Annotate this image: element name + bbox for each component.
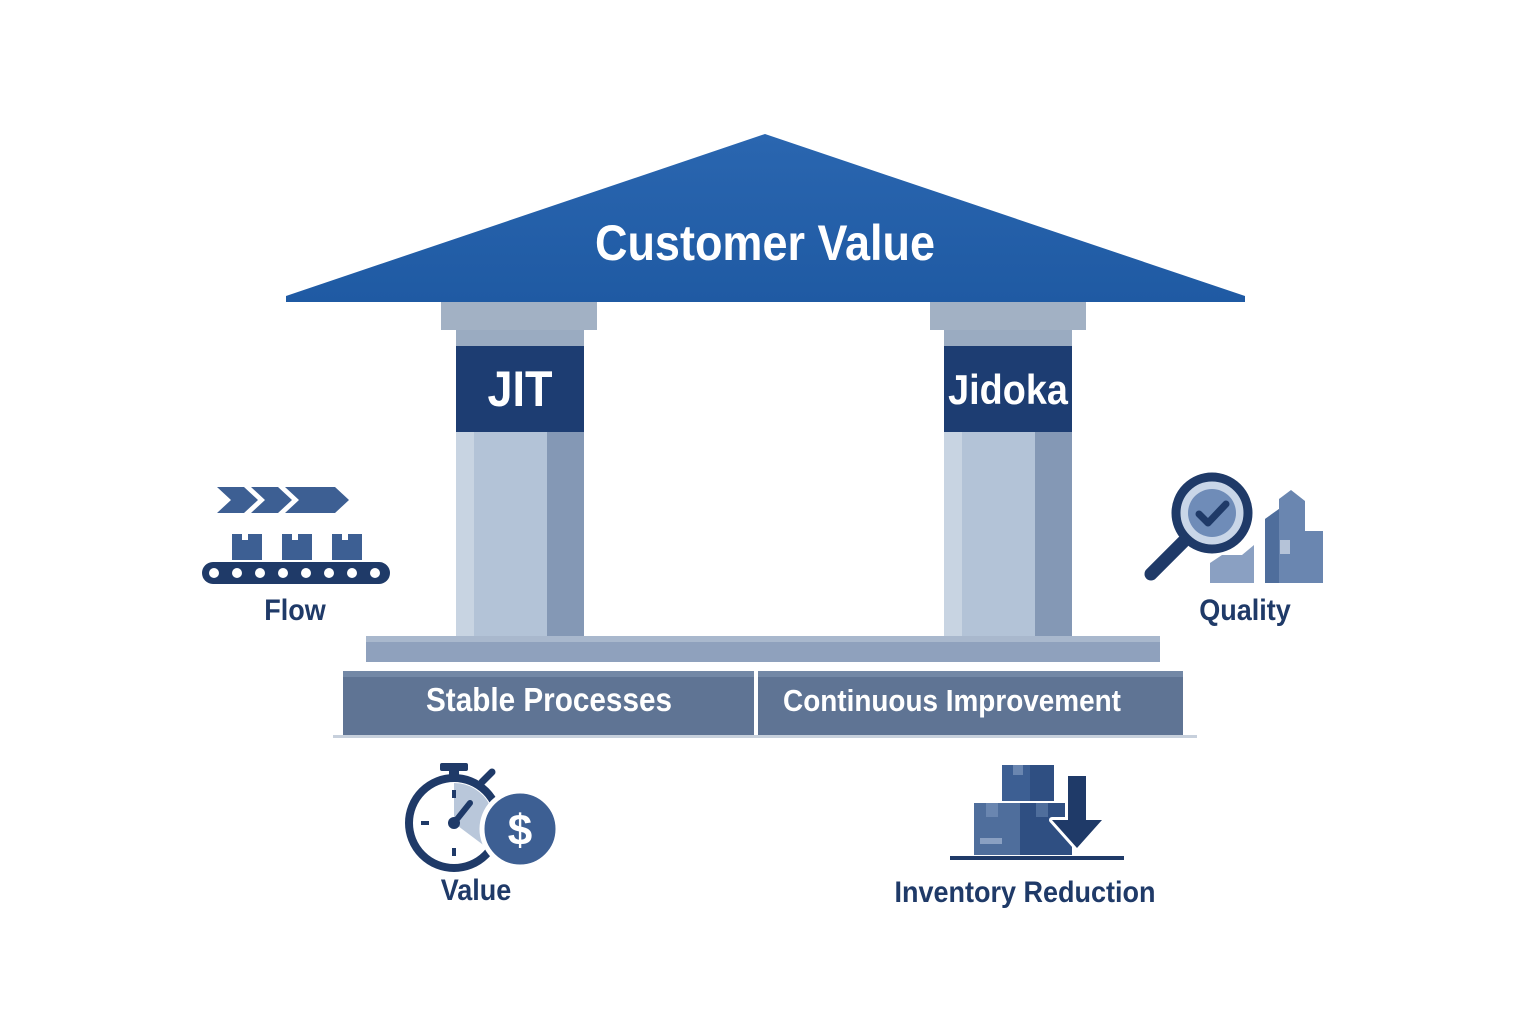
quality-label: Quality [1199, 594, 1291, 627]
conveyor-belt-icon [202, 487, 390, 584]
value-label: Value [440, 874, 512, 907]
pillar-right [930, 302, 1086, 637]
svg-text:$: $ [508, 806, 532, 855]
foundation-label-stable-processes: Stable Processes [425, 681, 673, 718]
pillar-left [441, 302, 597, 637]
stopwatch-dollar-icon: $ [405, 763, 561, 872]
foundation [333, 671, 1197, 738]
pillar-label-jidoka: Jidoka [948, 366, 1068, 413]
roof [286, 134, 1245, 302]
foundation-label-continuous-improvement: Continuous Improvement [783, 683, 1121, 718]
magnifier-check-icon [1144, 472, 1323, 583]
pillar-label-jit: JIT [487, 361, 553, 417]
boxes-down-arrow-icon [950, 765, 1124, 860]
flow-label: Flow [264, 594, 326, 627]
roof-title: Customer Value [594, 215, 936, 271]
inventory-reduction-label: Inventory Reduction [894, 876, 1156, 909]
